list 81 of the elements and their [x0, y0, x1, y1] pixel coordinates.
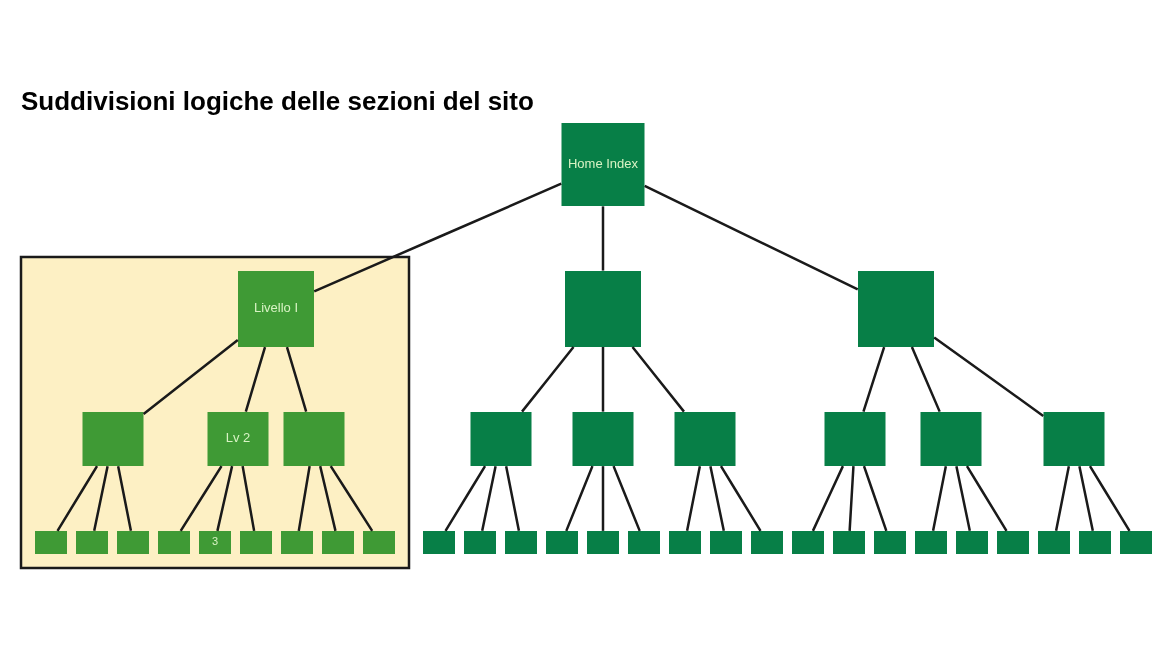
connector — [644, 184, 859, 290]
node-box — [587, 530, 619, 554]
node-box — [628, 530, 660, 554]
connector — [601, 465, 605, 531]
node-box — [751, 530, 783, 554]
connector — [216, 465, 234, 531]
connector — [1078, 465, 1095, 531]
node-box — [283, 411, 345, 466]
connector — [631, 345, 685, 412]
node-box — [824, 411, 886, 466]
connector — [1088, 465, 1131, 531]
connector — [318, 465, 337, 531]
node-box — [792, 530, 824, 554]
connector — [92, 465, 109, 531]
connector — [142, 338, 239, 415]
node-box — [464, 530, 496, 554]
connector — [297, 465, 311, 531]
node-box: Lv 2 — [207, 411, 269, 466]
node-box — [565, 270, 641, 347]
node-box: 3 — [199, 530, 231, 554]
connector — [811, 465, 845, 531]
node-box — [1079, 530, 1111, 554]
node-box — [1120, 530, 1152, 554]
connector — [709, 465, 726, 531]
node-box — [117, 530, 149, 554]
connector — [862, 346, 886, 412]
connector — [933, 335, 1044, 417]
cluster — [19, 255, 411, 569]
node-box — [76, 530, 108, 554]
node-box — [874, 530, 906, 554]
node-box — [423, 530, 455, 554]
connector — [862, 465, 888, 531]
node-box — [710, 530, 742, 554]
connector — [116, 465, 133, 531]
node-box — [997, 530, 1029, 554]
connector — [955, 465, 972, 531]
connector — [601, 205, 605, 271]
connector — [719, 465, 762, 531]
node-box — [858, 270, 934, 347]
node-box — [920, 411, 982, 466]
node-box — [35, 530, 67, 554]
connector — [1054, 465, 1071, 531]
node-box: Home Index — [561, 122, 645, 206]
node-box — [281, 530, 313, 554]
connector — [504, 465, 521, 531]
connector — [931, 465, 948, 531]
node-box — [82, 411, 144, 466]
node-box — [1043, 411, 1105, 466]
diagram-title: Suddivisioni logiche delle sezioni del sito — [21, 85, 534, 116]
connector — [329, 464, 374, 532]
connector — [848, 465, 855, 531]
node-box — [505, 530, 537, 554]
connector — [444, 465, 487, 531]
connector — [480, 465, 497, 531]
node-box — [240, 530, 272, 554]
node-box — [674, 411, 736, 466]
connector — [313, 182, 562, 292]
connector — [685, 465, 702, 531]
connector — [565, 465, 594, 531]
connector — [965, 465, 1008, 531]
connector — [601, 346, 605, 412]
node-box — [1038, 530, 1070, 554]
connector — [179, 464, 223, 531]
node-box — [158, 530, 190, 554]
connector — [244, 346, 267, 412]
node-box — [669, 530, 701, 554]
node-box — [572, 411, 634, 466]
node-box — [363, 530, 395, 554]
node-box — [470, 411, 532, 466]
node-box — [546, 530, 578, 554]
node-box — [956, 530, 988, 554]
node-box: Livello I — [238, 270, 314, 347]
node-box — [833, 530, 865, 554]
connector — [521, 345, 575, 412]
connector — [56, 465, 99, 531]
node-box — [915, 530, 947, 554]
node-box — [322, 530, 354, 554]
connector — [612, 465, 641, 531]
connector — [241, 465, 256, 531]
connector — [910, 346, 941, 412]
connector — [285, 346, 308, 412]
